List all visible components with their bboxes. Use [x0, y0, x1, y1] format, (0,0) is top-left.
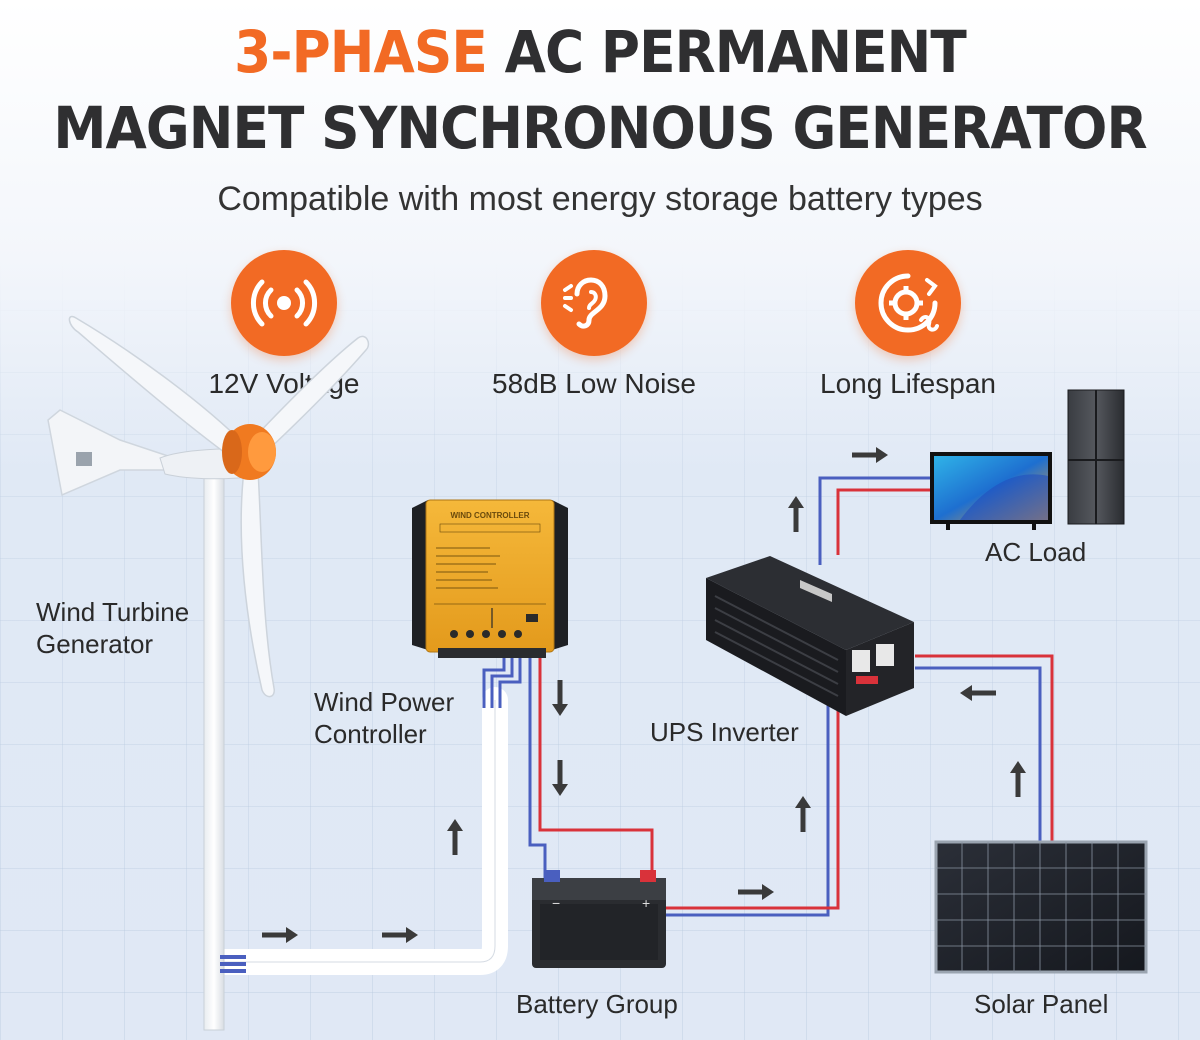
feature-lifespan: Long Lifespan: [788, 250, 1028, 400]
feature-label: Long Lifespan: [820, 368, 996, 399]
ear-sound-icon: [541, 250, 647, 356]
ac-load-label: AC Load: [985, 537, 1087, 567]
turbine-label-line2: Generator: [36, 629, 154, 659]
arrow-up-icon: [1010, 761, 1026, 797]
minus-icon: −: [552, 895, 560, 911]
negative-wire: [665, 700, 830, 917]
arrow-down-icon: [552, 680, 568, 716]
wind-turbine-image: [47, 315, 370, 1031]
inverter-image: [706, 556, 914, 716]
arrow-right-icon: [852, 447, 888, 463]
solar-panel-image: [934, 840, 1148, 974]
fridge-image: [1067, 389, 1125, 525]
plus-icon: +: [642, 895, 650, 911]
negative-wire: [915, 666, 1042, 845]
arrow-up-icon: [795, 796, 811, 832]
controller-face-title: WIND CONTROLLER: [450, 511, 529, 520]
feature-voltage: 12V Voltage: [164, 250, 404, 400]
negative-wire: [818, 476, 930, 565]
page-title-line1: 3-PHASE AC PERMANENT: [48, 20, 1152, 84]
arrow-right-icon: [382, 927, 418, 943]
turbine-label-line1: Wind Turbine: [36, 597, 190, 627]
positive-wire: [538, 655, 654, 880]
battery-image: − +: [532, 870, 666, 968]
title-accent: 3-PHASE: [234, 18, 488, 86]
arrow-right-icon: [738, 884, 774, 900]
phase-wire: [498, 655, 522, 708]
controller-label-line2: Controller: [314, 719, 427, 749]
controller-label-line1: Wind Power: [314, 687, 455, 717]
phase-wire: [482, 655, 506, 708]
phase-wire: [490, 655, 514, 708]
arrow-right-icon: [262, 927, 298, 943]
lifespan-gear-icon: [855, 250, 961, 356]
turbine-cable-edge: [222, 700, 496, 963]
negative-wire: [528, 655, 547, 880]
positive-wire: [915, 654, 1054, 845]
turbine-label: Wind Turbine Generator: [36, 596, 189, 660]
wiring: [209, 476, 1054, 975]
vibration-icon: [231, 250, 337, 356]
feature-noise: 58dB Low Noise: [474, 250, 714, 400]
arrow-up-icon: [788, 496, 804, 532]
flow-arrows: [262, 447, 1026, 943]
battery-label: Battery Group: [516, 989, 678, 1019]
arrow-up-icon: [447, 819, 463, 855]
controller-label: Wind Power Controller: [314, 686, 454, 750]
arrow-left-icon: [960, 685, 996, 701]
wind-controller-image: WIND CONTROLLER: [412, 499, 568, 658]
positive-wire: [836, 488, 930, 555]
tv-image: [930, 452, 1052, 530]
title-rest: AC PERMANENT: [486, 18, 967, 86]
arrow-down-icon: [552, 760, 568, 796]
page-title-line2: MAGNET SYNCHRONOUS GENERATOR: [53, 94, 1147, 162]
feature-label: 58dB Low Noise: [492, 368, 696, 399]
solar-label: Solar Panel: [974, 989, 1109, 1019]
positive-wire: [665, 700, 840, 910]
inverter-label: UPS Inverter: [650, 717, 799, 747]
page-subtitle: Compatible with most energy storage batt…: [217, 180, 983, 218]
